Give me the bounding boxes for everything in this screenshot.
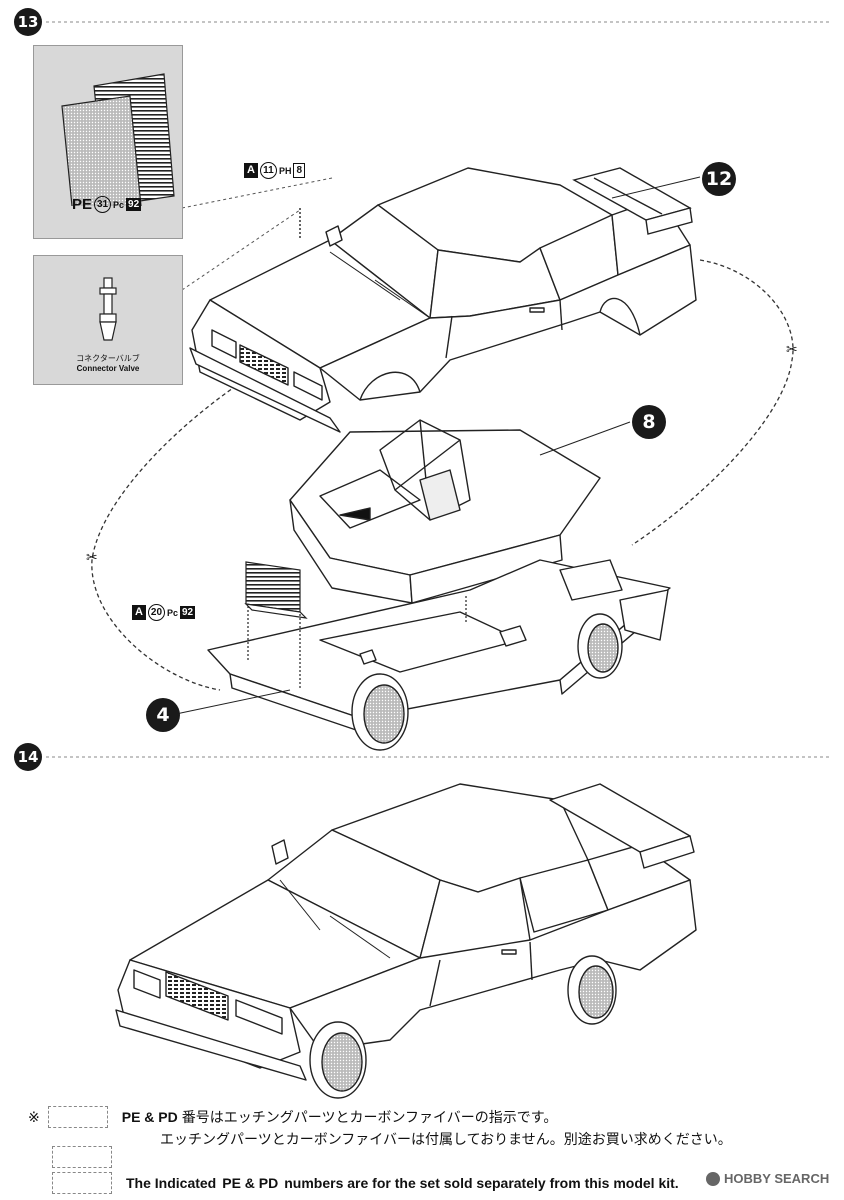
pe-ref-prefix: Pc <box>113 199 125 210</box>
part-tag-mirror: A 11 PH 8 <box>244 162 306 179</box>
mirror-ref-number: 8 <box>293 163 306 178</box>
connector-valve-label-jp: コネクターバルブ <box>76 354 140 363</box>
step-13-badge: 13 <box>14 8 42 36</box>
watermark-text: HOBBY SEARCH <box>724 1171 830 1186</box>
grille-part <box>244 561 467 690</box>
pe-ref-number: 92 <box>126 198 142 211</box>
pe-number: 31 <box>94 196 112 213</box>
leader-4 <box>175 689 291 715</box>
chassis-wheels <box>351 613 623 751</box>
connector-valve-label-en: Connector Valve <box>76 364 140 373</box>
callout-8: 8 <box>632 405 666 439</box>
note-line1-codes: PE & PD <box>121 1109 178 1125</box>
mirror-sprue: A <box>244 163 258 178</box>
grille-ref-number: 92 <box>179 606 196 619</box>
callout-12: 12 <box>702 162 736 196</box>
note-dash-box-1 <box>47 1106 108 1128</box>
connector-valve-icon <box>99 277 117 341</box>
callout-4: 4 <box>146 698 180 732</box>
completed-car-wheels <box>309 955 617 1099</box>
photo-etch-drawing <box>61 73 175 206</box>
mirror-part-number: 11 <box>259 162 277 179</box>
part-tag-grille: A 20 Pc 92 <box>132 604 196 621</box>
watermark-logo-icon <box>706 1171 720 1186</box>
step-14-badge: 14 <box>14 743 42 771</box>
note-line2-text: エッチングパーツとカーボンファイバーは付属しておりません。別途お買い求めください… <box>160 1131 732 1147</box>
note-line3-prefix: The Indicated <box>126 1175 217 1191</box>
note-line3-text: numbers are for the set sold separately … <box>284 1175 679 1191</box>
mirror-ref-prefix: PH <box>278 165 292 176</box>
grille-ref-prefix: Pc <box>166 607 178 618</box>
inset-connector-valve: コネクターバルブ Connector Valve <box>33 255 183 385</box>
rear-wing <box>572 167 693 235</box>
pe-code: PE <box>72 196 93 213</box>
cut-marker-left: ✂ <box>86 550 98 566</box>
inset-photo-etch: PE 31 Pc 92 <box>33 45 183 239</box>
note-row-1: ※ PE & PD 番号はエッチングパーツとカーボンファイバーの指示です。 <box>28 1106 557 1128</box>
body-shell <box>189 167 697 433</box>
leader-12 <box>611 176 701 199</box>
inset-leader-1 <box>181 177 333 209</box>
interior-tub <box>289 419 601 604</box>
watermark: HOBBY SEARCH <box>706 1171 829 1186</box>
grille-part-number: 20 <box>147 604 165 621</box>
grille-sprue: A <box>132 605 146 620</box>
assembly-loop-left <box>91 369 261 691</box>
note-row-4: The Indicated PE & PD numbers are for th… <box>52 1172 679 1194</box>
note-line1-text: 番号はエッチングパーツとカーボンファイバーの指示です。 <box>181 1109 558 1125</box>
note-row-3 <box>52 1146 126 1168</box>
note-dash-box-3 <box>52 1172 112 1194</box>
cut-marker-right: ✂ <box>786 342 798 358</box>
note-mark: ※ <box>28 1108 40 1125</box>
leader-8 <box>539 421 631 456</box>
note-row-2: エッチングパーツとカーボンファイバーは付属しておりません。別途お買い求めください… <box>160 1129 732 1149</box>
note-dash-box-2 <box>52 1146 112 1168</box>
note-line3-codes: PE & PD <box>222 1175 279 1191</box>
completed-car <box>115 783 697 1081</box>
photo-etch-tag: PE 31 Pc 92 <box>72 196 142 213</box>
